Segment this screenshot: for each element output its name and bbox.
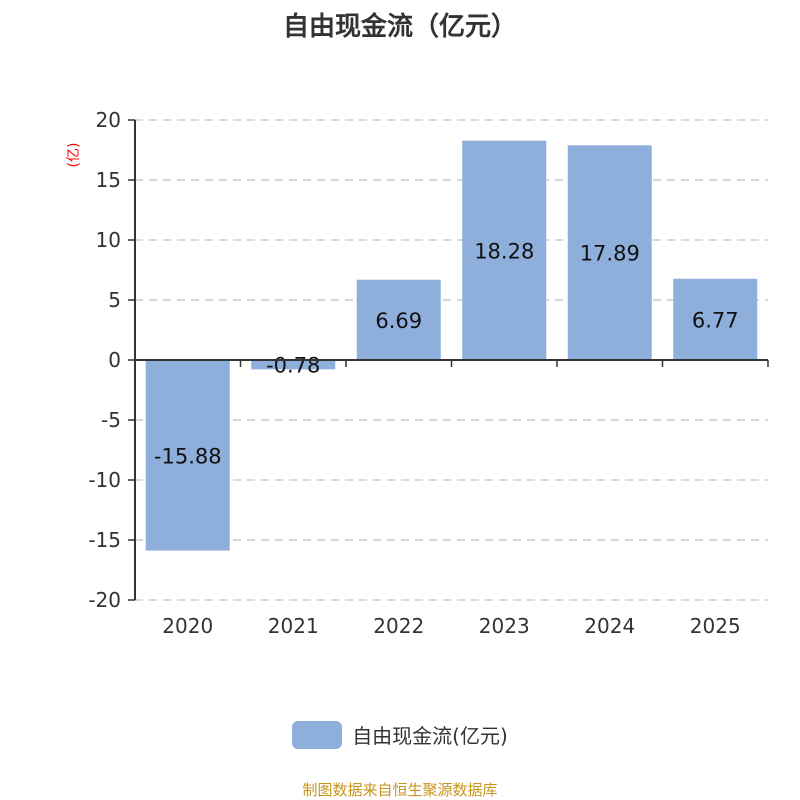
y-tick-label: 20 <box>96 108 121 132</box>
data-label: 6.69 <box>375 309 422 333</box>
data-label: -0.78 <box>266 354 320 378</box>
x-tick-label: 2022 <box>373 614 424 638</box>
y-tick-label: -20 <box>88 588 121 612</box>
data-source-note: 制图数据来自恒生聚源数据库 <box>302 781 498 799</box>
bar <box>145 360 230 551</box>
y-axis-label: (亿) <box>66 143 82 168</box>
bar <box>356 279 441 360</box>
y-tick-label: -15 <box>88 528 121 552</box>
x-tick-label: 2023 <box>479 614 530 638</box>
x-tick-label: 2021 <box>268 614 319 638</box>
y-tick-label: -10 <box>88 468 121 492</box>
x-tick-label: 2025 <box>690 614 741 638</box>
y-tick-label: 5 <box>108 288 121 312</box>
bar <box>673 278 758 360</box>
legend[interactable]: 自由现金流(亿元) <box>0 720 800 749</box>
x-tick-label: 2024 <box>584 614 635 638</box>
data-label: 17.89 <box>580 242 640 266</box>
bar <box>462 140 547 360</box>
legend-swatch <box>292 720 343 749</box>
data-label: 18.28 <box>474 239 534 263</box>
chart-title: 自由现金流（亿元） <box>282 12 517 42</box>
y-tick-label: 15 <box>96 168 121 192</box>
bar <box>567 145 652 360</box>
bar <box>251 360 336 370</box>
data-label: 6.77 <box>692 308 739 332</box>
data-label: -15.88 <box>154 444 222 468</box>
y-tick-label: 0 <box>108 348 121 372</box>
x-tick-label: 2020 <box>162 614 213 638</box>
legend-label: 自由现金流(亿元) <box>352 724 508 748</box>
y-tick-label: -5 <box>101 408 121 432</box>
y-tick-label: 10 <box>96 228 121 252</box>
